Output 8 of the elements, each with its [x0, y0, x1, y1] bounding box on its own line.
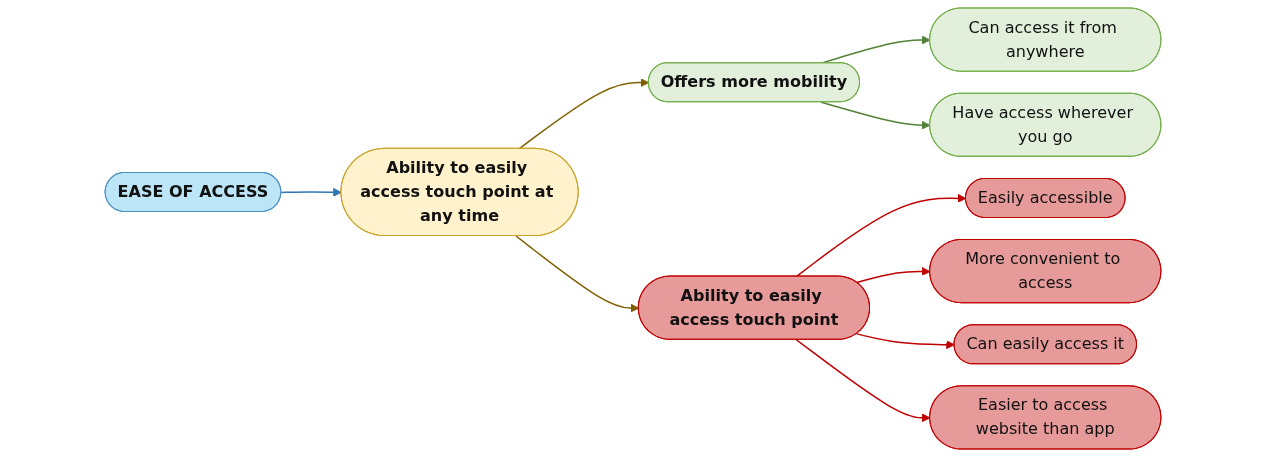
arrow	[515, 235, 640, 313]
arrow	[795, 193, 967, 278]
arrow	[280, 187, 342, 197]
arrow	[820, 101, 931, 130]
arrow	[856, 333, 955, 350]
arrow	[518, 78, 650, 150]
arrow	[856, 267, 931, 284]
arrow	[795, 339, 931, 423]
